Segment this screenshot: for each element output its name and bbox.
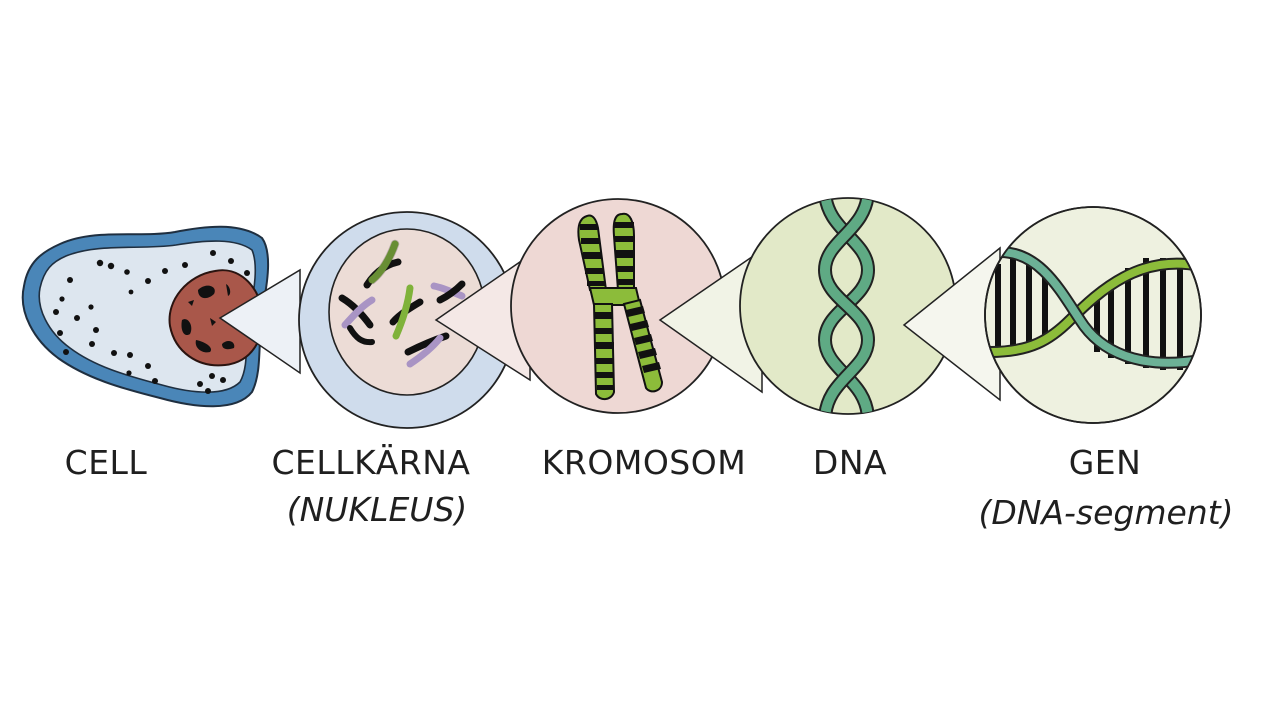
label-nucleus: CELLKÄRNA (271, 443, 471, 482)
label-chromosome: KROMOSOM (541, 443, 747, 482)
base-pairs (995, 252, 1183, 370)
sublabel-nucleus: (NUKLEUS) (286, 490, 468, 529)
label-dna: DNA (812, 443, 888, 482)
chromosome-bands (580, 222, 661, 390)
gene-helix (989, 246, 1201, 370)
chromosome-illustration (510, 198, 726, 414)
dna-illustration (739, 197, 957, 415)
sublabel-gene: (DNA-segment) (978, 493, 1234, 532)
cell-nucleus (168, 269, 264, 367)
nucleus-chromosomes (338, 239, 466, 368)
label-gene: GEN (1068, 443, 1142, 482)
label-cell: CELL (64, 443, 148, 482)
dna-double-helix (817, 198, 876, 414)
nucleus-illustration (298, 211, 516, 429)
cytoplasm-dots (53, 250, 250, 394)
nucleus-chromatin (181, 284, 235, 353)
gene-illustration (984, 206, 1202, 424)
cell-illustration (21, 225, 270, 408)
